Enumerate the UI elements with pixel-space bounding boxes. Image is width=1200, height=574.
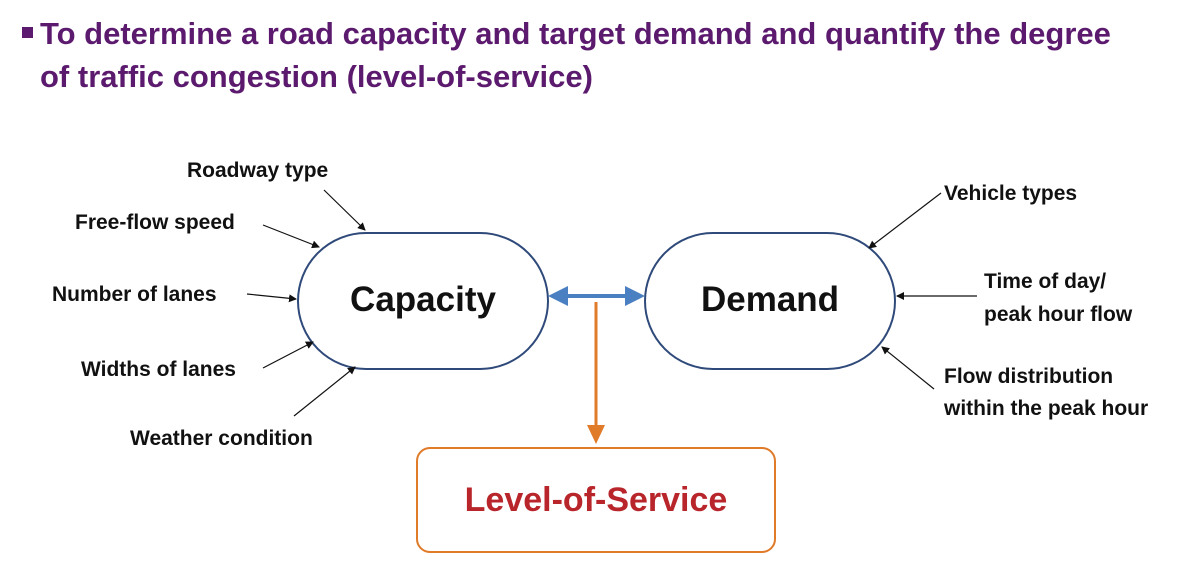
widths-of-lanes-label: Widths of lanes (81, 358, 236, 381)
page-heading: To determine a road capacity and target … (22, 12, 1192, 98)
number-of-lanes-arrow (246, 293, 297, 303)
capacity-demand-double-arrow (548, 286, 645, 306)
heading-line-2: of traffic congestion (level-of-service) (40, 59, 593, 94)
capacity-node (297, 232, 549, 370)
weather-condition-arrow (293, 366, 356, 417)
vehicle-types-arrow (868, 192, 942, 249)
flow-distribution-arrow (881, 346, 935, 390)
level-of-service-arrow (587, 302, 605, 444)
weather-condition-label: Weather condition (130, 427, 313, 450)
vehicle-types-label: Vehicle types (944, 182, 1078, 205)
level-of-service-label: Level-of-Service (464, 480, 728, 519)
roadway-type-arrow (323, 189, 366, 231)
demand-label: Demand (700, 280, 840, 319)
number-of-lanes-label: Number of lanes (52, 283, 217, 306)
free-flow-speed-arrow (262, 224, 320, 249)
time-of-day-label-line-1: Time of day/ (984, 270, 1107, 293)
flow-distribution-label-line-2: within the peak hour (944, 397, 1149, 420)
level-of-service-box: Level-of-Service (416, 447, 776, 553)
free-flow-speed-label: Free-flow speed (75, 211, 235, 234)
roadway-type-label: Roadway type (187, 159, 329, 182)
capacity-label: Capacity (350, 280, 496, 319)
time-of-day-label-line-2: peak hour flow (984, 303, 1133, 326)
bullet-icon (22, 27, 33, 38)
widths-of-lanes-arrow (262, 341, 314, 369)
flow-distribution-label-line-1: Flow distribution (944, 365, 1114, 388)
demand-node (644, 232, 896, 370)
heading-line-1: To determine a road capacity and target … (40, 16, 1111, 51)
